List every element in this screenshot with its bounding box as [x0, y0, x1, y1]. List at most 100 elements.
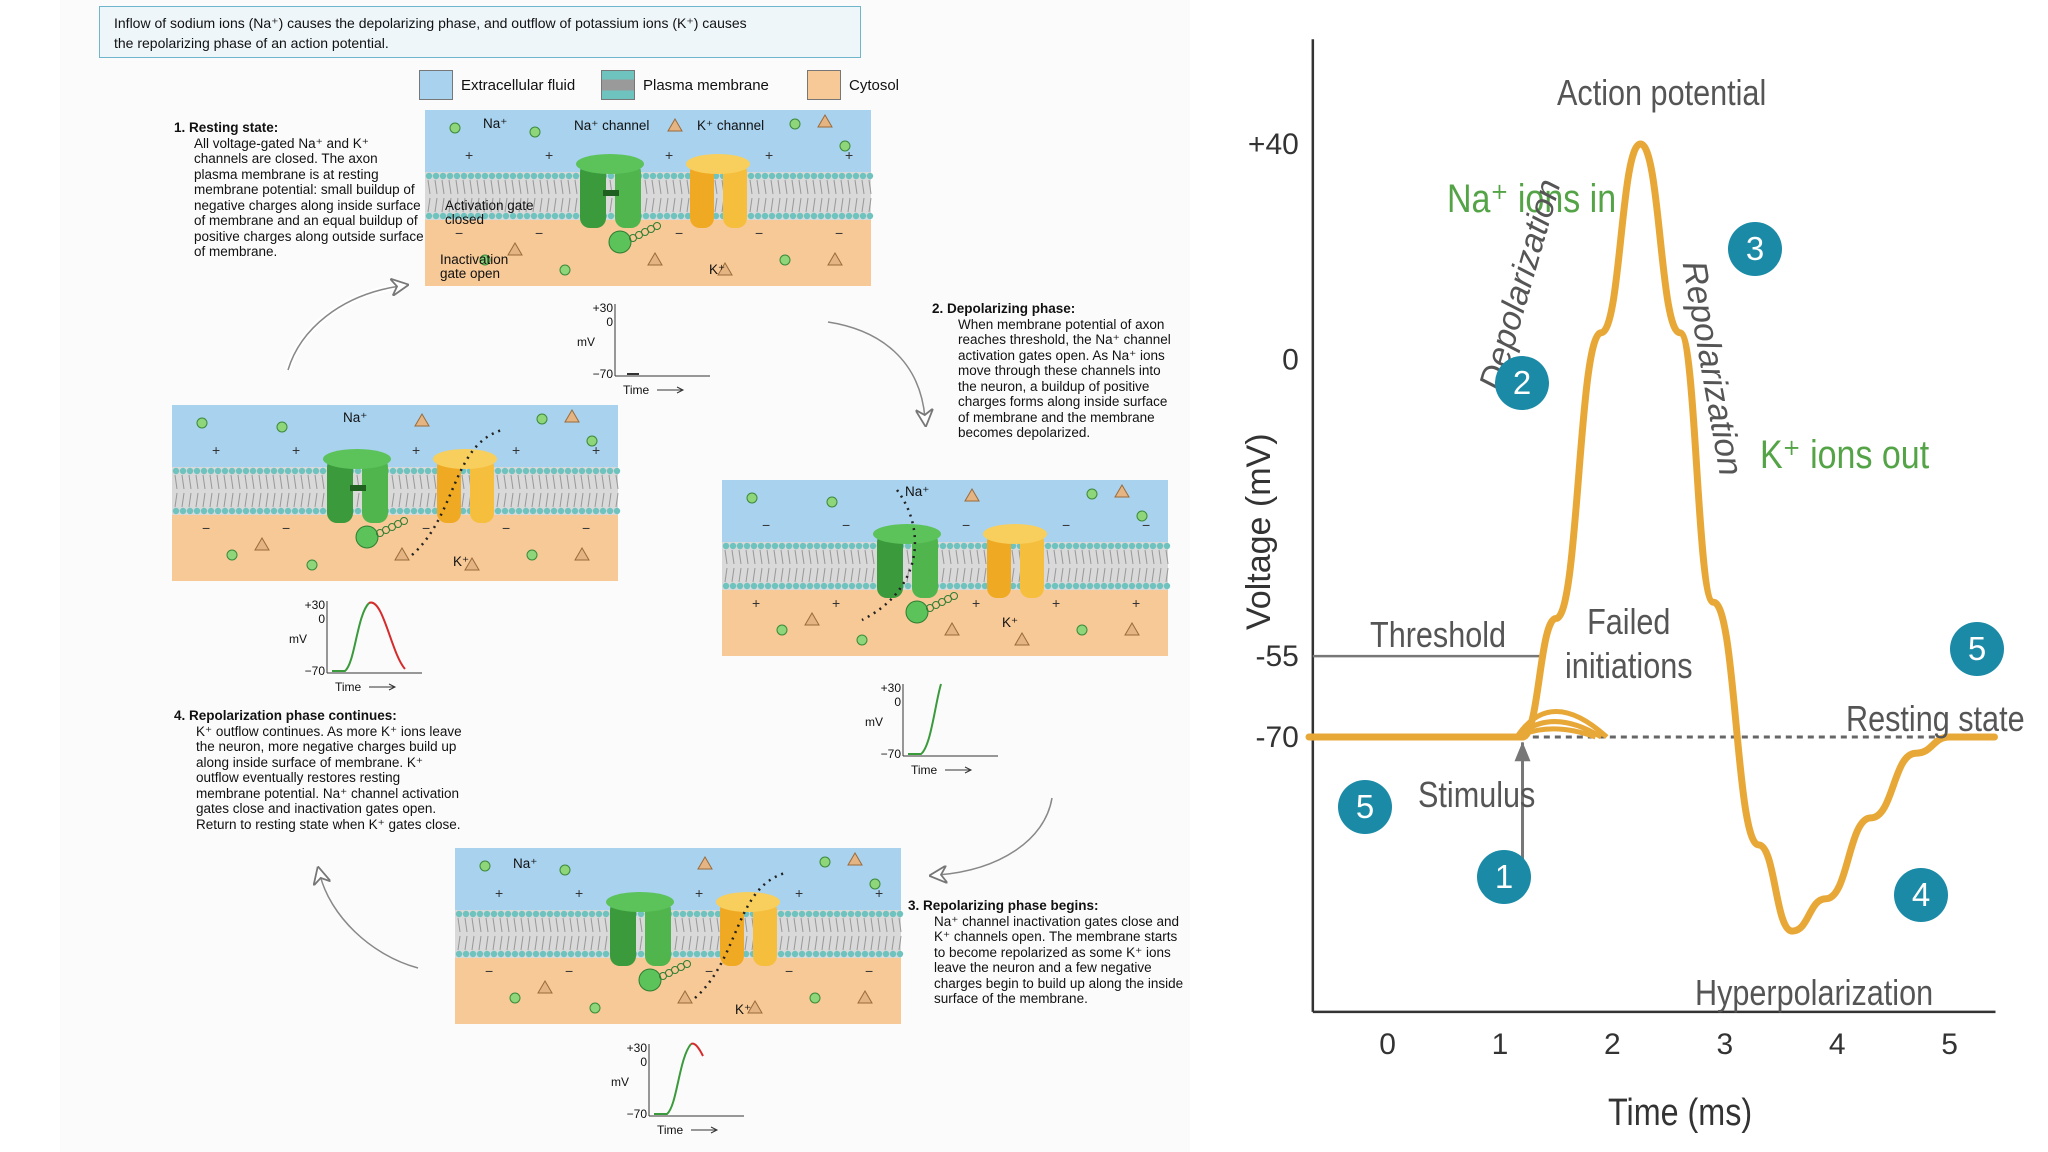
mini-trace-red	[690, 1042, 704, 1057]
charge-sign: +	[765, 147, 773, 163]
lipid-tail	[462, 197, 466, 213]
lipid-tail	[244, 492, 248, 508]
lipid-tail	[511, 179, 515, 195]
lipid-head	[712, 172, 720, 180]
lipid-head	[845, 172, 853, 180]
charge-sign: +	[292, 442, 300, 458]
lipid-tail	[419, 474, 423, 490]
lipid-head	[896, 910, 904, 918]
lipid-head	[796, 212, 804, 220]
lipid-head	[798, 910, 806, 918]
lipid-head	[193, 507, 201, 515]
lipid-tail	[426, 474, 430, 490]
legend-swatch-membrane	[601, 70, 635, 100]
lipid-tail	[821, 935, 825, 951]
lipid-head	[530, 172, 538, 180]
lipid-tail	[1011, 567, 1015, 583]
lipid-head	[896, 950, 904, 958]
mini-time-arrow	[945, 766, 973, 774]
step-3-title: 3. Repolarizing phase begins:	[908, 898, 1099, 913]
mini-trace	[908, 683, 942, 755]
lipid-head	[595, 950, 603, 958]
lipid-tail	[752, 567, 756, 583]
lipid-head	[572, 212, 580, 220]
lipid-head	[459, 507, 467, 515]
lipid-tail	[496, 492, 500, 508]
lipid-head	[1107, 582, 1115, 590]
lipid-tail	[808, 549, 812, 565]
lipid-head	[775, 172, 783, 180]
na-ion	[809, 992, 821, 1004]
lipid-tail	[560, 179, 564, 195]
mini-time-arrow	[657, 386, 685, 394]
lipid-tail	[574, 197, 578, 213]
k-ion	[667, 118, 683, 132]
lipid-head	[446, 212, 454, 220]
lipid-tail	[745, 567, 749, 583]
k-channel-right	[470, 457, 494, 523]
lipid-head	[764, 542, 772, 550]
lipid-head	[483, 910, 491, 918]
activation-gate	[603, 190, 619, 196]
badge-5-right: 5	[1950, 622, 2004, 676]
lipid-tail	[833, 197, 837, 213]
lipid-head	[532, 910, 540, 918]
lipid-head	[469, 910, 477, 918]
lipid-tail	[555, 935, 559, 951]
lipid-head	[179, 507, 187, 515]
lipid-tail	[738, 549, 742, 565]
lipid-tail	[576, 917, 580, 933]
lipid-head	[200, 467, 208, 475]
caption-box: Inflow of sodium ions (Na⁺) causes the d…	[99, 6, 861, 58]
lipid-head	[693, 910, 701, 918]
inactivation-gate-ball	[355, 525, 379, 549]
lipid-tail	[576, 935, 580, 951]
lipid-tail	[1165, 567, 1169, 583]
lipid-head	[483, 950, 491, 958]
lipid-tail	[457, 917, 461, 933]
charge-sign: −	[502, 520, 510, 536]
lipid-head	[502, 172, 510, 180]
lipid-head	[889, 910, 897, 918]
lipid-tail	[567, 179, 571, 195]
lipid-tail	[398, 492, 402, 508]
lipid-head	[847, 950, 855, 958]
lipid-tail	[1088, 549, 1092, 565]
lipid-head	[663, 172, 671, 180]
k-channel-right	[723, 162, 747, 228]
lipid-tail	[478, 917, 482, 933]
lipid-head	[539, 950, 547, 958]
lipid-head	[799, 542, 807, 550]
lipid-head	[798, 950, 806, 958]
lipid-head	[855, 542, 863, 550]
lipid-tail	[674, 935, 678, 951]
lipid-tail	[948, 567, 952, 583]
legend-label-cytosol: Cytosol	[849, 77, 900, 94]
mini-tick-minus70: −70	[627, 1107, 648, 1121]
lipid-head	[855, 582, 863, 590]
cycle-arrow-3	[938, 797, 1053, 875]
mini-tick-plus30: +30	[627, 1041, 648, 1055]
lipid-head	[523, 172, 531, 180]
k-ion	[254, 537, 270, 551]
lipid-head	[771, 582, 779, 590]
lipid-tail	[265, 492, 269, 508]
charge-sign: +	[592, 442, 600, 458]
lipid-tail	[517, 474, 521, 490]
lipid-head	[1114, 582, 1122, 590]
lipid-tail	[665, 179, 669, 195]
lipid-head	[298, 467, 306, 475]
lipid-tail	[794, 549, 798, 565]
mini-tick-zero: 0	[640, 1055, 647, 1069]
y-tick-label: -70	[1255, 721, 1298, 754]
lipid-tail	[871, 549, 875, 565]
k-channel-top	[983, 524, 1047, 544]
lipid-tail	[969, 549, 973, 565]
failed-initiation-curve	[1514, 708, 1609, 739]
lipid-tail	[1116, 549, 1120, 565]
lipid-head	[242, 507, 250, 515]
lipid-head	[488, 212, 496, 220]
lipid-tail	[752, 549, 756, 565]
lipid-head	[532, 950, 540, 958]
lipid-head	[875, 910, 883, 918]
